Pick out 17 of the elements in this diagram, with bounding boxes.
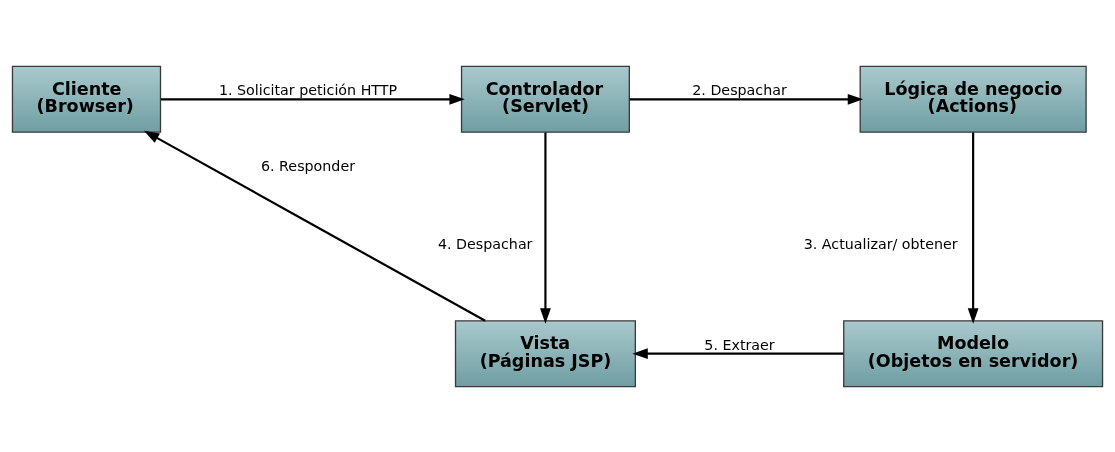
node-box: Cliente (Browser) [11,65,162,133]
arrow [629,93,864,105]
arrow [160,93,465,105]
edge-label: 2. Despachar [692,81,787,98]
edge-label: 5. Extraer [704,336,775,353]
edge-label: 1. Solicitar petición HTTP [218,81,398,98]
node-box: Vista (Páginas JSP) [454,319,636,387]
edge-label: 4. Despachar [437,235,533,252]
edge-label: 6. Responder [260,157,356,174]
node-box: Controlador (Servlet) [460,65,630,133]
arrow [632,347,844,359]
node-box: Lógica de negocio (Actions) [859,65,1087,133]
arrow [143,130,486,322]
arrow [540,132,551,324]
arrow [967,132,979,324]
edge-label: 3. Actualizar/ obtener [803,235,958,252]
node-box: Modelo (Objetos en servidor) [843,319,1104,387]
